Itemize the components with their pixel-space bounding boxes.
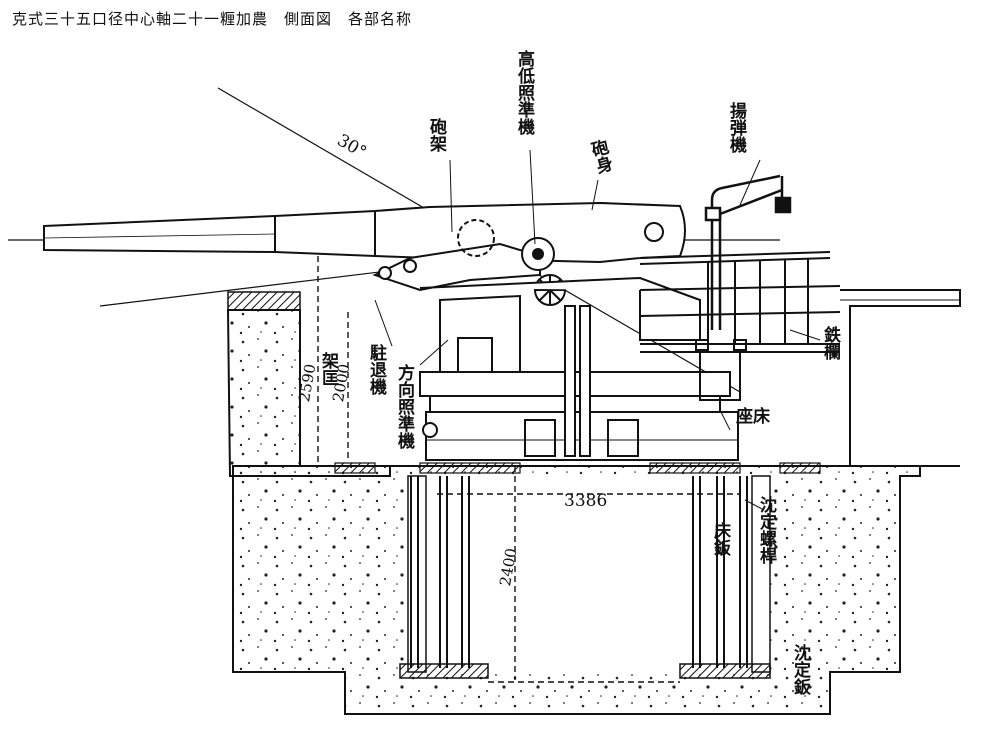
gun-barrel bbox=[43, 201, 686, 264]
label-recess-mark: 架匡 bbox=[318, 351, 339, 386]
label-gun-carriage: 砲架 bbox=[426, 117, 447, 153]
top-bolt-plates bbox=[334, 462, 821, 474]
parapet-cap bbox=[227, 291, 301, 311]
dimension-lines bbox=[317, 256, 740, 680]
label-barrel: 砲身 bbox=[585, 137, 614, 177]
platform-railing bbox=[639, 251, 841, 401]
label-anchor-frame: 床鈑 bbox=[710, 521, 731, 557]
anchor-plates bbox=[399, 663, 771, 683]
foundation-bolts bbox=[410, 476, 748, 668]
label-firing-gear: 駐退機 bbox=[366, 343, 387, 396]
label-foundation-plate: 沈定鈑 bbox=[790, 643, 811, 696]
diagram-title: 克式三十五口径中心軸二十一糎加農 側面図 各部名称 bbox=[12, 10, 413, 28]
racer-base bbox=[419, 305, 739, 461]
label-base-frame: 座床 bbox=[736, 406, 771, 427]
label-elevation-sight: 高低照準機 bbox=[514, 49, 536, 136]
label-railing: 鉄欄 bbox=[820, 325, 841, 361]
leader-lines bbox=[374, 149, 821, 511]
label-crane: 揚弾機 bbox=[726, 102, 747, 154]
shell-hoist-crane bbox=[704, 174, 792, 330]
label-azimuth-sight: 方向照準機 bbox=[394, 363, 415, 450]
dim-bolt-span: 3386 bbox=[564, 491, 607, 511]
label-foundation-bolts: 沈定螺桿 bbox=[756, 495, 777, 565]
gun-carriage-body bbox=[372, 219, 701, 373]
